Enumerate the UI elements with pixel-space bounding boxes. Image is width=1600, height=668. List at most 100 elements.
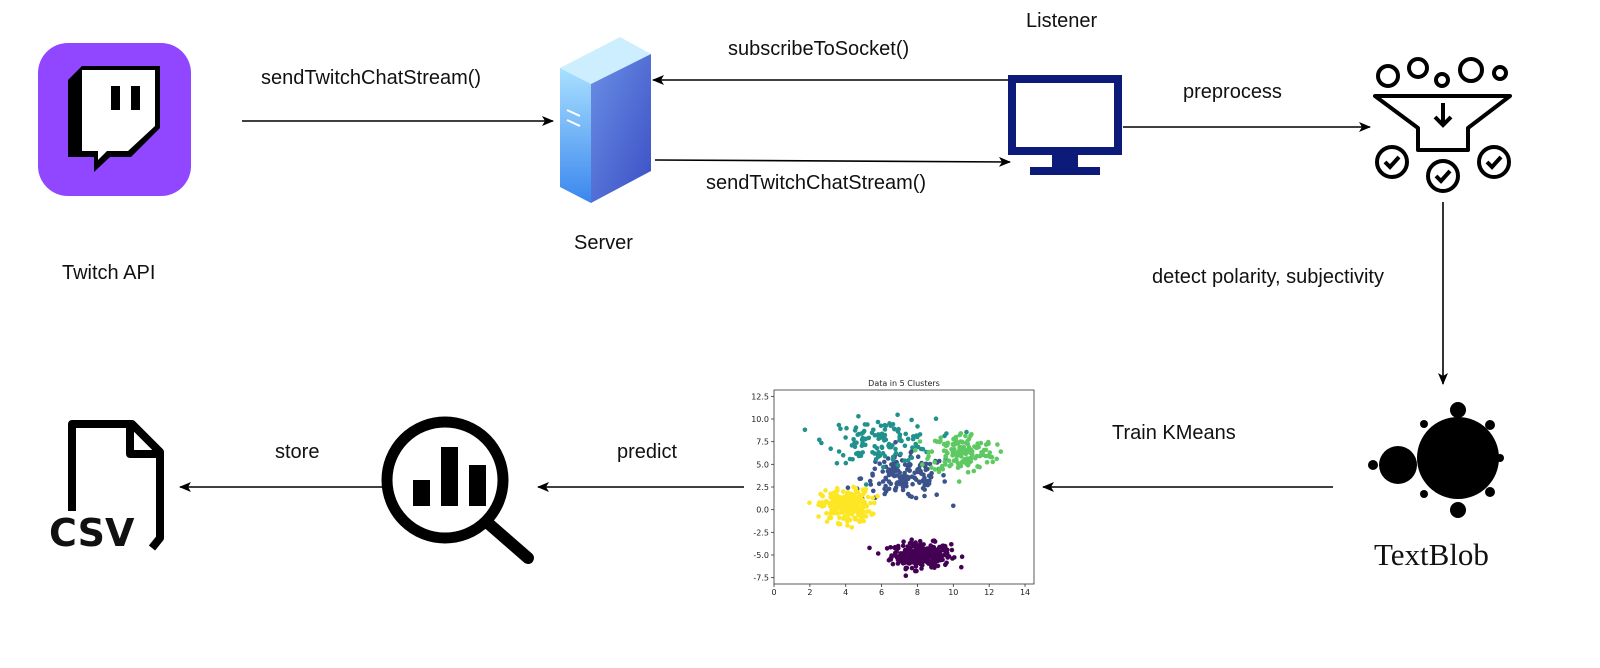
cluster-4-point: [971, 468, 977, 474]
cluster-4-point: [958, 439, 963, 444]
cluster-3-point: [843, 460, 849, 466]
cluster-2-point: [872, 466, 878, 472]
cluster-4-point: [969, 432, 974, 437]
cluster-3-point: [902, 443, 908, 449]
x-tick-label: 4: [843, 588, 848, 597]
cluster-1-point: [893, 550, 898, 555]
cluster-5-point: [861, 509, 866, 514]
cluster-3-point: [905, 436, 911, 442]
cluster-2-point: [857, 476, 862, 482]
cluster-1-point: [897, 553, 902, 558]
cluster-3-point: [915, 434, 920, 440]
cluster-5-point: [807, 500, 812, 506]
cluster-1-point: [933, 553, 939, 559]
cluster-4-point: [956, 479, 962, 484]
cluster-5-point: [850, 495, 855, 501]
cluster-1-point: [919, 566, 924, 571]
cluster-3-point: [866, 435, 872, 441]
cluster-3-point: [918, 446, 924, 452]
cluster-2-point: [880, 479, 886, 484]
cluster-3-point: [902, 458, 907, 464]
cluster-1-point: [943, 562, 948, 568]
cluster-2-point: [922, 493, 927, 499]
cluster-3-point: [895, 462, 901, 468]
cluster-3-point: [863, 482, 869, 487]
cluster-1-point: [904, 550, 909, 555]
cluster-2-point: [909, 474, 915, 480]
cluster-3-point: [851, 437, 856, 442]
cluster-2-point: [910, 481, 915, 487]
cluster-1-point: [890, 561, 896, 567]
cluster-3-point: [875, 419, 881, 425]
cluster-3-point: [852, 428, 858, 433]
cluster-5-point: [848, 499, 854, 505]
cluster-4-point: [943, 454, 949, 460]
cluster-1-point: [935, 558, 941, 563]
cluster-1-point: [906, 555, 912, 560]
cluster-2-point: [868, 482, 874, 487]
cluster-5-point: [865, 494, 871, 500]
cluster-3-point: [847, 456, 853, 462]
cluster-3-point: [881, 464, 886, 470]
cluster-3-point: [898, 451, 903, 457]
filter-funnel-icon: [1373, 57, 1512, 193]
cluster-5-point: [846, 509, 851, 515]
cluster-3-point: [854, 440, 859, 446]
cluster-5-point: [863, 486, 869, 492]
cluster-1-point: [921, 542, 926, 547]
cluster-5-point: [837, 515, 842, 520]
cluster-5-point: [868, 500, 873, 506]
cluster-4-point: [956, 462, 961, 468]
cluster-3-point: [942, 433, 947, 439]
x-tick-label: 2: [807, 588, 812, 597]
cluster-4-point: [946, 458, 952, 464]
cluster-1-point: [884, 546, 890, 551]
cluster-1-point: [949, 542, 954, 547]
cluster-5-point: [840, 489, 846, 494]
cluster-5-point: [816, 502, 821, 508]
cluster-5-point: [840, 516, 846, 521]
cluster-4-point: [936, 469, 942, 475]
cluster-2-point: [909, 449, 914, 454]
cluster-1-point: [932, 539, 938, 544]
cluster-1-point: [919, 560, 925, 565]
cluster-2-point: [916, 479, 922, 485]
cluster-3-point: [856, 414, 861, 419]
cluster-3-point: [903, 431, 908, 437]
cluster-2-point: [893, 487, 898, 493]
cluster-1-point: [959, 564, 964, 570]
cluster-1-point: [940, 543, 945, 549]
twitch-api-label: Twitch API: [62, 262, 156, 284]
edge-label-server-to-listener: sendTwitchChatStream(): [706, 172, 927, 194]
cluster-3-point: [911, 434, 916, 439]
cluster-5-point: [852, 516, 858, 522]
cluster-5-point: [844, 491, 850, 496]
cluster-2-point: [867, 478, 873, 484]
y-tick-label: 0.0: [756, 506, 769, 515]
edge-label-listener-to-filter: preprocess: [1183, 81, 1282, 103]
cluster-2-point: [885, 456, 891, 461]
cluster-5-point: [816, 514, 821, 519]
cluster-4-point: [956, 453, 961, 458]
cluster-3-point: [817, 437, 822, 443]
cluster-3-point: [883, 423, 889, 429]
cluster-5-point: [828, 495, 833, 500]
cluster-3-point: [879, 444, 885, 450]
cluster-3-point: [859, 437, 865, 443]
plot-title: Data in 5 Clusters: [868, 379, 940, 388]
cluster-3-point: [881, 438, 887, 443]
cluster-4-point: [941, 442, 947, 447]
cluster-5-point: [835, 500, 841, 505]
cluster-3-point: [802, 427, 808, 433]
cluster-3-point: [861, 428, 867, 434]
cluster-5-point: [835, 520, 841, 526]
x-tick-label: 14: [1020, 588, 1030, 597]
cluster-4-point: [959, 445, 964, 451]
cluster-4-point: [966, 436, 972, 442]
cluster-2-point: [871, 488, 876, 494]
cluster-3-point: [874, 445, 880, 451]
cluster-1-point: [903, 573, 909, 578]
cluster-4-point: [952, 446, 957, 452]
x-tick-label: 8: [915, 588, 920, 597]
